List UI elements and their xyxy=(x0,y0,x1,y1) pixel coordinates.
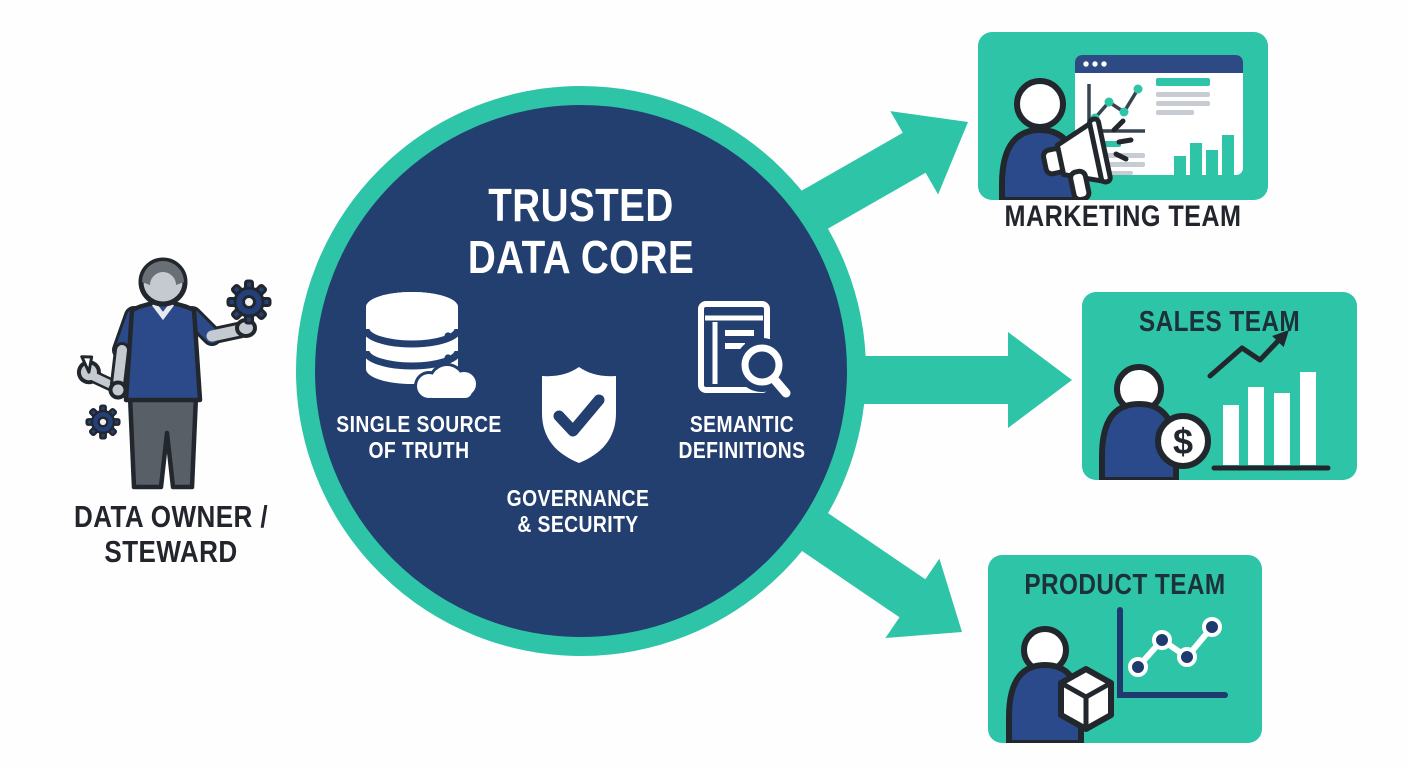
cloud-icon xyxy=(414,363,479,401)
person-megaphone-dashboard-icon xyxy=(999,55,1243,200)
trusted-data-core-circle: TRUSTED DATA CORE SINGLE SOURCE OF TR xyxy=(296,86,866,656)
sales-team-label: SALES TEAM xyxy=(1138,306,1301,338)
marketing-team-label: MARKETING TEAM xyxy=(1004,200,1242,233)
core-title: TRUSTED DATA CORE xyxy=(315,179,847,283)
person-cube-line-chart-icon xyxy=(1006,607,1228,743)
product-team-card: PRODUCT TEAM xyxy=(988,555,1262,743)
arrow-core-to-sales xyxy=(840,332,1072,428)
arrow-core-to-marketing xyxy=(776,111,968,245)
gear-icon-small xyxy=(85,404,121,440)
sound-lines-icon xyxy=(1111,118,1134,162)
dollar-symbol: $ xyxy=(1173,421,1193,462)
database-cloud-icon xyxy=(363,292,479,401)
capability-label-semantic: SEMANTIC DEFINITIONS xyxy=(678,411,806,463)
capability-label-single-source: SINGLE SOURCE OF TRUTH xyxy=(336,411,502,463)
person-dollar-bar-chart-icon: $ xyxy=(1099,330,1331,480)
marketing-team-card xyxy=(978,32,1268,200)
shield-check-icon xyxy=(542,367,616,463)
product-team-label: PRODUCT TEAM xyxy=(1024,569,1226,601)
steward-label-line2: STEWARD xyxy=(104,533,238,569)
megaphone-icon xyxy=(1040,116,1113,200)
steward-label-line1: DATA OWNER / xyxy=(73,499,269,534)
growth-bar-chart-icon xyxy=(1207,330,1331,471)
capability-label-governance: GOVERNANCE & SECURITY xyxy=(506,485,650,537)
cube-icon xyxy=(1058,666,1114,732)
core-title-line2: DATA CORE xyxy=(467,230,695,283)
magnifier-icon xyxy=(735,338,791,398)
dollar-coin-icon: $ xyxy=(1155,413,1211,469)
sales-team-card: $ SALES TEAM xyxy=(1082,292,1357,480)
book-magnifier-icon xyxy=(698,301,791,398)
dot-line-chart-icon xyxy=(1117,607,1228,698)
data-steward-person-icon xyxy=(76,257,272,490)
core-title-line1: TRUSTED xyxy=(488,179,674,231)
arrow-core-to-product xyxy=(777,496,962,638)
gear-icon-large xyxy=(226,279,272,325)
steward-label: DATA OWNER / STEWARD xyxy=(36,499,306,569)
